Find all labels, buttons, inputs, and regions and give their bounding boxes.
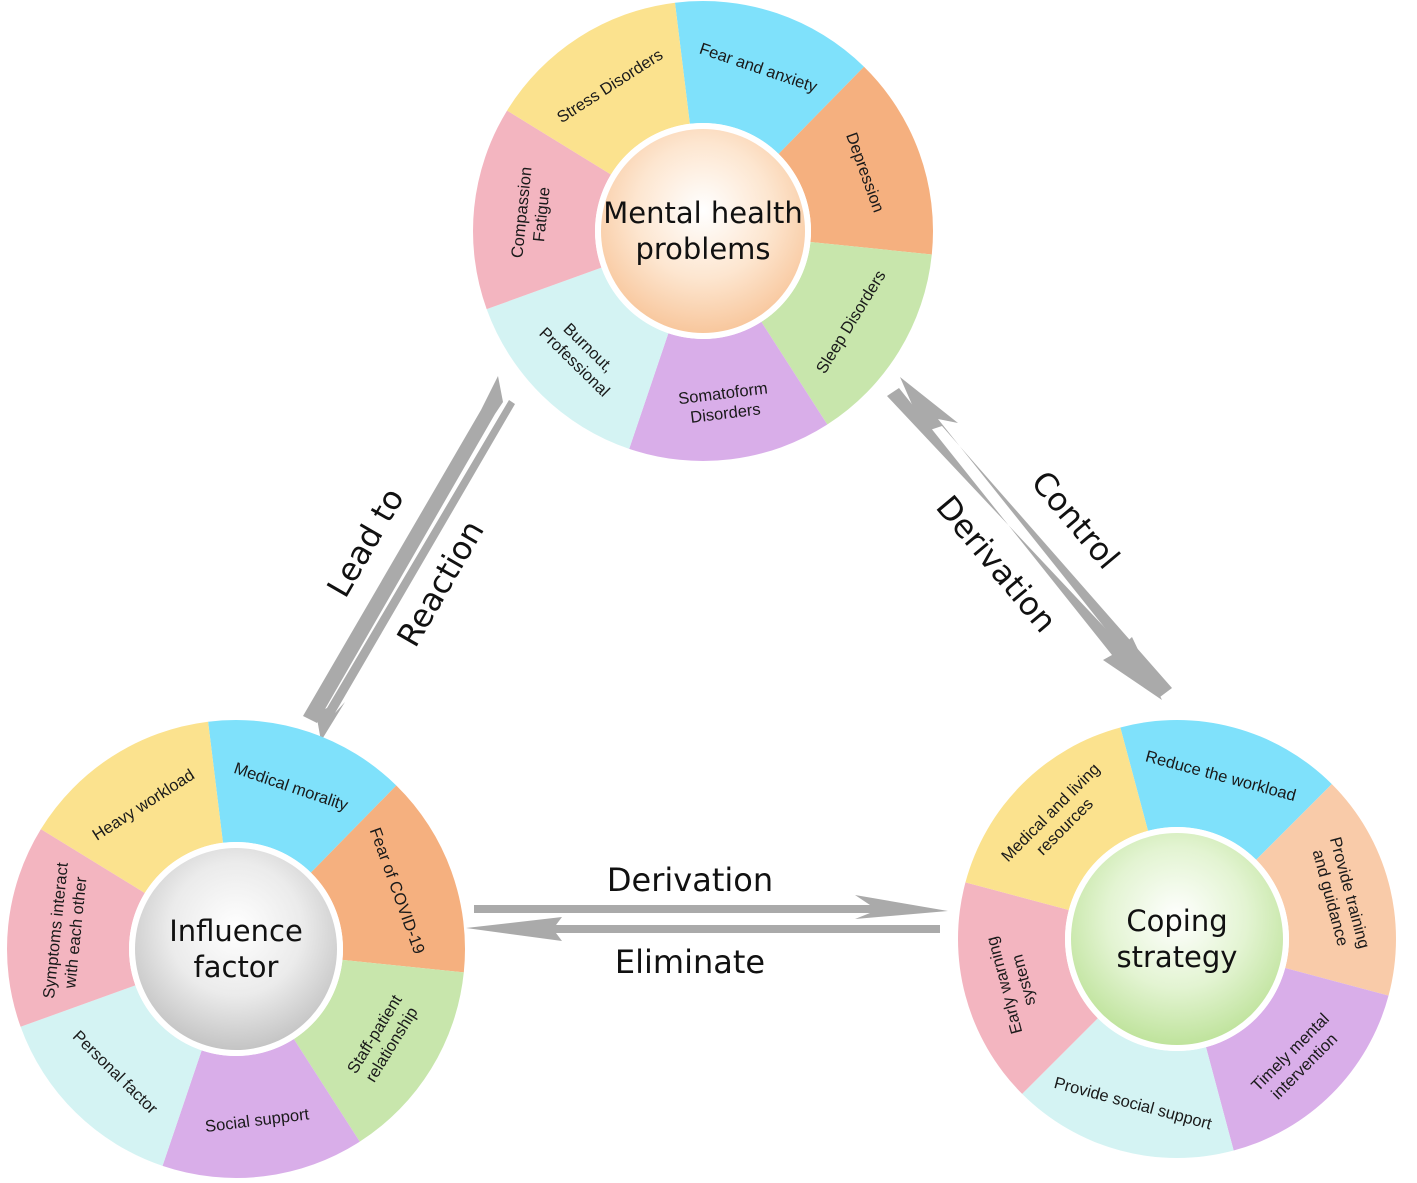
center-circle — [601, 129, 805, 333]
segment-fear-and-anxiety — [674, 0, 865, 154]
segment-depression — [778, 66, 933, 255]
segment-somatoform-disorders — [629, 321, 828, 461]
arrow-group-right: Control Derivation — [887, 377, 1172, 700]
segment-fear-of-covid-19 — [310, 785, 465, 973]
segment-staff-patient-relationship — [293, 959, 464, 1142]
segment-social-support — [162, 1039, 360, 1178]
segment-provide-social-support — [1022, 1018, 1234, 1158]
segment-stress-disorders — [507, 2, 690, 175]
arrow-derivation-right — [887, 388, 1162, 700]
segment-compassion-fatigue — [472, 110, 611, 310]
segment-symptoms-interact-with-each-other — [6, 829, 145, 1027]
segment-reduce-the-workload — [1120, 719, 1332, 860]
center-circle — [135, 848, 337, 1050]
arrow-eliminate — [466, 917, 940, 941]
label-derivation-bottom: Derivation — [607, 861, 773, 899]
center-circle — [1071, 833, 1283, 1045]
arrow-derivation-bottom — [474, 895, 948, 919]
segment-medical-and-living-resources — [965, 727, 1149, 911]
segment-timely-mental-intervention — [1205, 967, 1389, 1151]
arrow-group-left: Lead to Reaction — [303, 376, 515, 741]
arrow-lead-to — [303, 376, 503, 723]
segment-burnout-professional — [486, 267, 669, 449]
segment-heavy-workload — [40, 721, 223, 893]
arrow-group-bottom: Derivation Eliminate — [466, 861, 948, 981]
segment-medical-morality — [208, 720, 397, 873]
arrow-control — [900, 377, 1172, 697]
segment-provide-training-and-guidance — [1256, 784, 1396, 996]
segment-early-warning-system — [957, 882, 1098, 1094]
arrow-reaction — [316, 400, 515, 741]
segment-personal-factor — [20, 985, 202, 1166]
label-lead-to: Lead to — [319, 481, 411, 603]
segment-sleep-disorders — [761, 242, 932, 425]
label-eliminate: Eliminate — [615, 943, 765, 981]
